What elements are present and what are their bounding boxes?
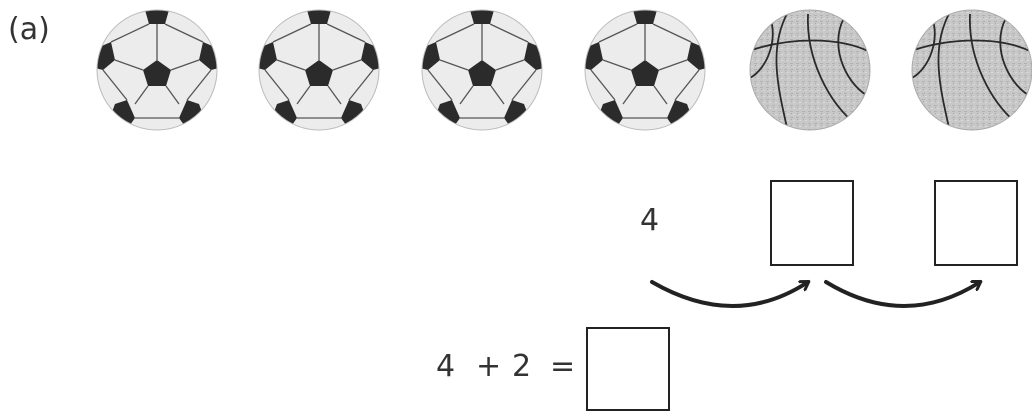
- question-label: (a): [8, 12, 50, 47]
- basketball-icon: [910, 8, 1032, 132]
- soccer-ball-icon: [257, 8, 381, 132]
- soccer-ball-icon: [420, 8, 544, 132]
- equation-left-operand: 4: [436, 349, 456, 384]
- count-on-arrow-1: [650, 282, 808, 308]
- equation-answer-box[interactable]: [586, 327, 670, 411]
- count-on-arrow-2: [824, 282, 980, 308]
- equation-equals-sign: =: [550, 349, 576, 384]
- equation-plus-sign: +: [476, 349, 502, 384]
- equation-right-operand: 2: [512, 349, 532, 384]
- basketball-icon: [748, 8, 872, 132]
- soccer-ball-icon: [583, 8, 707, 132]
- soccer-ball-icon: [95, 8, 219, 132]
- sequence-answer-box-2[interactable]: [934, 180, 1018, 266]
- sequence-answer-box-1[interactable]: [770, 180, 854, 266]
- sequence-start-number: 4: [640, 203, 660, 238]
